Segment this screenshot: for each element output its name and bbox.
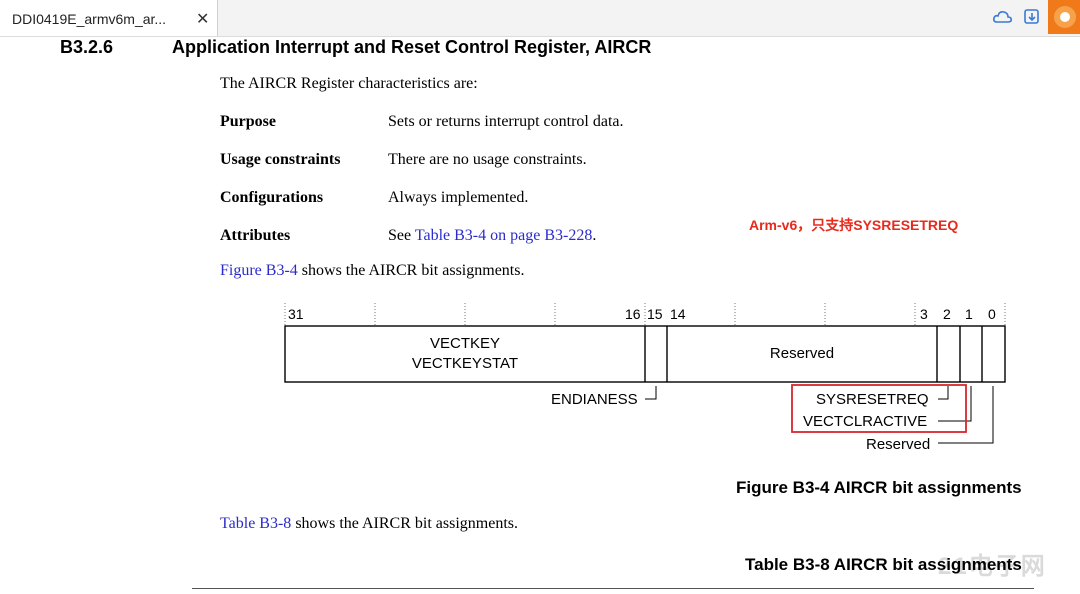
table-ref-suffix: shows the AIRCR bit assignments. [291,515,518,532]
highlight-box [791,384,967,433]
cloud-icon[interactable] [992,7,1014,27]
bit-label-1: 1 [965,306,973,322]
prop-value-attributes: See Table B3-4 on page B3-228. [388,227,596,245]
section-number: B3.2.6 [60,37,114,57]
browser-tab-bar: DDI0419E_armv6m_ar... ✕ [0,0,1080,37]
prop-label-purpose: Purpose [220,113,276,130]
bit-label-0: 0 [988,306,996,322]
field-vectkey-label: VECTKEY [430,335,500,352]
figure-b3-4-link[interactable]: Figure B3-4 [220,262,298,279]
table-b3-8-link[interactable]: Table B3-8 [220,515,292,532]
table-caption: Table B3-8 AIRCR bit assignments [745,555,1022,574]
figure-caption: Figure B3-4 AIRCR bit assignments [736,478,1022,497]
prop-value-configurations: Always implemented. [388,189,529,206]
table-b3-4-link[interactable]: Table B3-4 on page B3-228 [414,227,593,244]
app-logo-icon[interactable] [1048,0,1080,34]
table-ref-text: Table B3-8 shows the AIRCR bit assignmen… [220,515,518,533]
endianess-label: ENDIANESS [551,391,638,408]
bit-label-31: 31 [288,306,304,322]
download-icon[interactable] [1022,7,1042,27]
reserved-bit0-leader [938,386,994,444]
sysresetreq-leader [938,386,949,400]
endianess-leader [645,386,657,400]
watermark-logo: 21电子网 [938,553,1047,580]
reserved-bit0-label: Reserved [866,436,930,453]
vectclractive-leader [938,386,972,422]
table-top-rule [192,588,1034,589]
prop-value-purpose: Sets or returns interrupt control data. [388,113,624,130]
figure-ref-text: Figure B3-4 shows the AIRCR bit assignme… [220,262,524,280]
prop-label-usage: Usage constraints [220,151,341,168]
intro-text: The AIRCR Register characteristics are: [220,75,478,92]
bit-label-3: 3 [920,306,928,322]
tab-title: DDI0419E_armv6m_ar... [12,11,167,27]
bit-label-15: 15 [647,306,663,322]
bit-label-16: 16 [625,306,641,322]
document-tab[interactable]: DDI0419E_armv6m_ar... ✕ [0,0,218,36]
bit-label-14: 14 [670,306,686,322]
prop-value-usage: There are no usage constraints. [388,151,587,168]
attributes-suffix: . [592,227,597,244]
bit-label-2: 2 [943,306,951,322]
section-title: Application Interrupt and Reset Control … [172,37,652,57]
sysresetreq-label: SYSRESETREQ [816,391,929,408]
prop-label-configurations: Configurations [220,189,324,206]
prop-label-attributes: Attributes [220,227,291,244]
figure-ref-suffix: shows the AIRCR bit assignments. [297,262,525,279]
field-vectkeystat-label: VECTKEYSTAT [412,355,518,372]
attributes-prefix: See [388,227,415,244]
field-reserved-label: Reserved [770,345,834,362]
annotation-note: Arm-v6，只支持SYSRESETREQ [749,217,959,233]
tab-close-icon[interactable]: ✕ [196,11,210,28]
vectclractive-label: VECTCLRACTIVE [803,413,927,430]
